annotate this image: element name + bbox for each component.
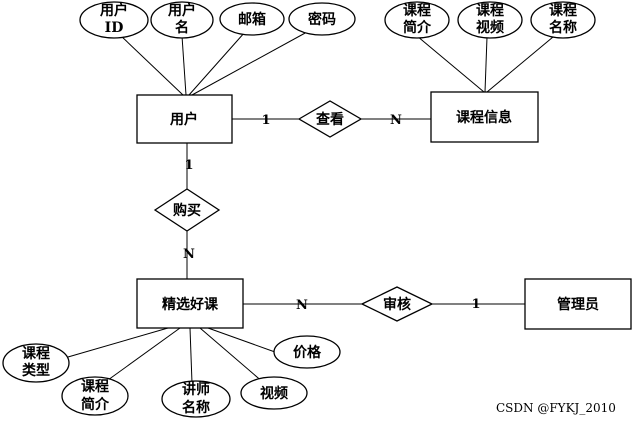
relationship-view-label: 查看 — [316, 111, 344, 128]
cardinality-view-course-info: N — [390, 113, 402, 128]
entity-user: 用户 — [136, 94, 233, 144]
attribute-fc-intro: 课程 简介 — [61, 376, 129, 416]
attribute-lecturer-name: 讲师 名称 — [161, 380, 231, 418]
cardinality-featured-review: N — [296, 298, 308, 313]
attribute-user-id-line1: 用户 — [100, 2, 128, 19]
attribute-course-type: 课程 类型 — [2, 343, 70, 383]
attribute-email: 邮箱 — [219, 2, 285, 36]
attribute-course-intro-line2: 简介 — [403, 19, 432, 36]
attribute-course-type-line2: 类型 — [22, 362, 50, 379]
cardinality-review-admin: 1 — [471, 297, 480, 312]
attribute-video: 视频 — [240, 376, 308, 410]
attribute-price-label: 价格 — [293, 344, 322, 361]
entity-featured-course-label: 精选好课 — [162, 296, 219, 313]
attribute-price: 价格 — [273, 335, 341, 369]
connector-course-type — [67, 327, 169, 358]
entity-course-info-label: 课程信息 — [456, 109, 512, 126]
attribute-password-label: 密码 — [307, 11, 336, 28]
connector-email — [188, 31, 246, 96]
entity-admin-label: 管理员 — [557, 296, 599, 313]
relationship-view: 查看 — [297, 100, 363, 138]
relationship-review: 审核 — [360, 286, 434, 322]
attribute-course-intro-line1: 课程 — [403, 3, 431, 19]
connector-password — [191, 31, 308, 96]
connector-course-intro — [416, 35, 485, 93]
attribute-user-name-line1: 用户 — [168, 2, 196, 19]
connector-course-name — [486, 36, 554, 93]
relationship-purchase-label: 购买 — [173, 202, 201, 219]
attribute-course-name-line1: 课程 — [549, 3, 577, 19]
connector-course-video — [484, 36, 488, 93]
watermark: CSDN @FYKJ_2010 — [496, 401, 616, 415]
attribute-course-name-line2: 名称 — [549, 19, 577, 36]
entity-admin: 管理员 — [524, 278, 632, 330]
attribute-user-name-line2: 名 — [175, 19, 189, 36]
connector-fc-intro — [107, 327, 181, 381]
attribute-course-video: 课程 视频 — [457, 1, 523, 39]
entity-course-info: 课程信息 — [430, 91, 539, 143]
relationship-purchase: 购买 — [153, 188, 221, 232]
attribute-email-label: 邮箱 — [238, 11, 266, 28]
relationship-review-label: 审核 — [383, 296, 411, 313]
connector-video — [199, 327, 265, 384]
attribute-user-id-line2: ID — [105, 20, 124, 36]
attribute-course-type-line1: 课程 — [22, 346, 50, 362]
cardinality-user-view: 1 — [261, 113, 270, 128]
entity-user-label: 用户 — [170, 111, 198, 128]
attribute-course-intro: 课程 简介 — [384, 1, 450, 39]
attribute-user-name: 用户 名 — [150, 1, 214, 39]
attribute-password: 密码 — [288, 2, 356, 36]
cardinality-user-purchase: 1 — [184, 158, 193, 173]
attribute-course-video-line1: 课程 — [476, 3, 504, 19]
cardinality-purchase-featured: N — [183, 247, 195, 262]
attribute-lecturer-name-line2: 名称 — [182, 399, 210, 416]
connectors — [67, 31, 554, 384]
attribute-user-id: 用户 ID — [79, 1, 149, 39]
attribute-fc-intro-line2: 简介 — [81, 396, 110, 413]
connector-price — [207, 327, 276, 353]
attribute-course-video-line2: 视频 — [476, 19, 504, 36]
connector-user-name — [181, 35, 187, 96]
attribute-course-name: 课程 名称 — [530, 1, 596, 39]
attribute-fc-intro-line1: 课程 — [81, 379, 109, 395]
connector-user-id — [119, 34, 184, 96]
entity-featured-course: 精选好课 — [136, 278, 244, 329]
attribute-video-label: 视频 — [260, 385, 288, 402]
connector-lecturer-name — [189, 327, 193, 384]
attribute-lecturer-name-line1: 讲师 — [182, 381, 210, 398]
